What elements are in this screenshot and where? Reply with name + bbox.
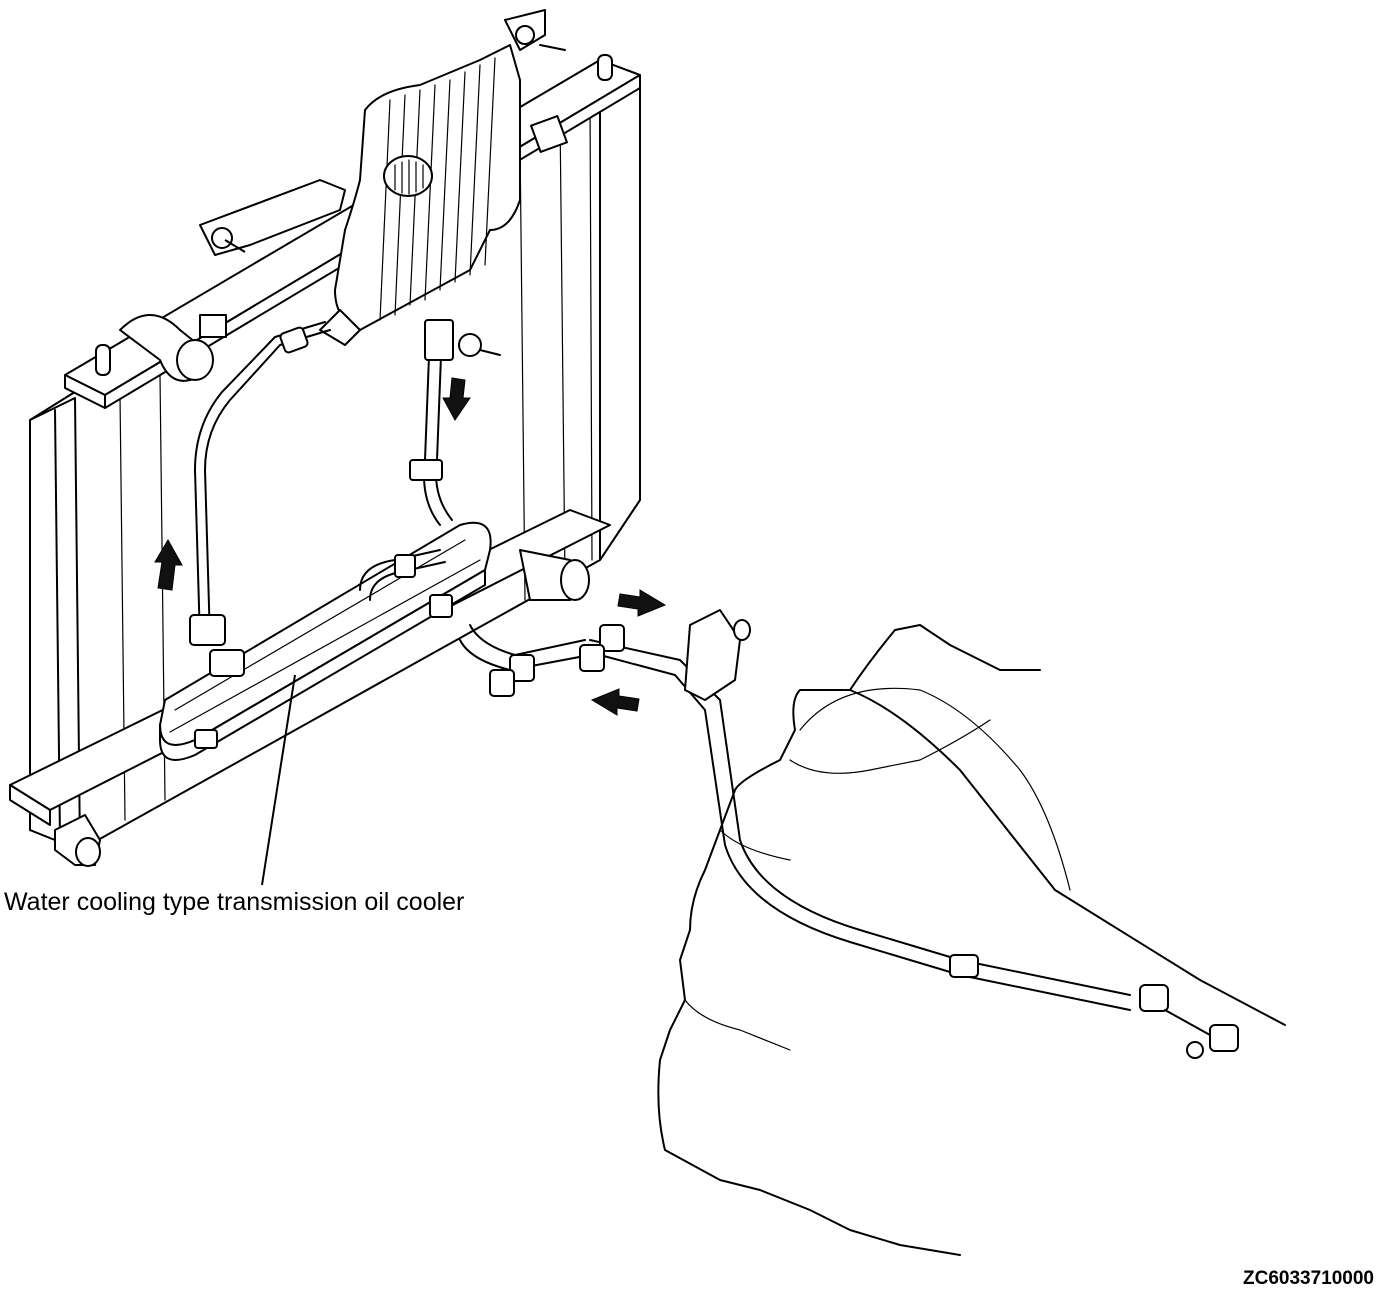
cooler-lines <box>189 319 1239 1059</box>
radiator-illustration <box>9 54 641 867</box>
oil-cooler-callout-label: Water cooling type transmission oil cool… <box>4 888 465 916</box>
flow-arrow-icon <box>154 377 667 716</box>
oil-cooler-illustration <box>159 521 492 761</box>
upper-cooler-illustration <box>199 9 568 346</box>
transmission-case-illustration <box>657 624 1286 1256</box>
figure-code: ZC6033710000 <box>1243 1268 1374 1289</box>
callout-leader-line <box>261 674 296 886</box>
